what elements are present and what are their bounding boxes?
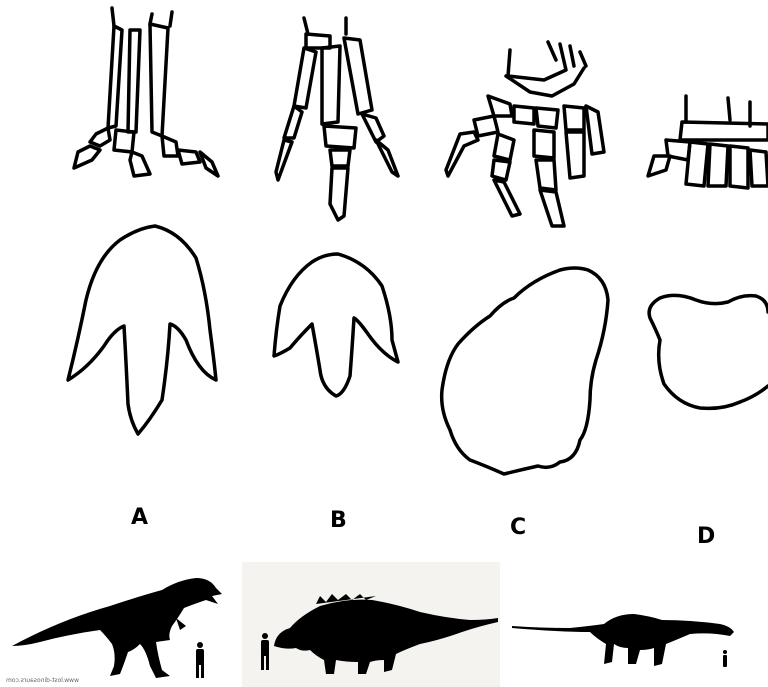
label-b: B — [330, 508, 347, 533]
footprint-a — [68, 226, 216, 434]
footprint-d — [649, 295, 768, 408]
foot-bones-a — [74, 8, 218, 176]
human-scale-figure-3 — [723, 650, 727, 667]
footprint-b — [274, 254, 398, 396]
foot-bones-c — [446, 42, 604, 226]
label-a: A — [131, 505, 148, 530]
label-c: C — [510, 515, 526, 540]
image-credit: www.lost-dinosaurs.com — [6, 677, 79, 684]
footprint-c — [442, 268, 608, 474]
foot-bones-d — [648, 96, 768, 188]
label-d: D — [697, 524, 715, 549]
foot-bones-b — [276, 18, 398, 220]
